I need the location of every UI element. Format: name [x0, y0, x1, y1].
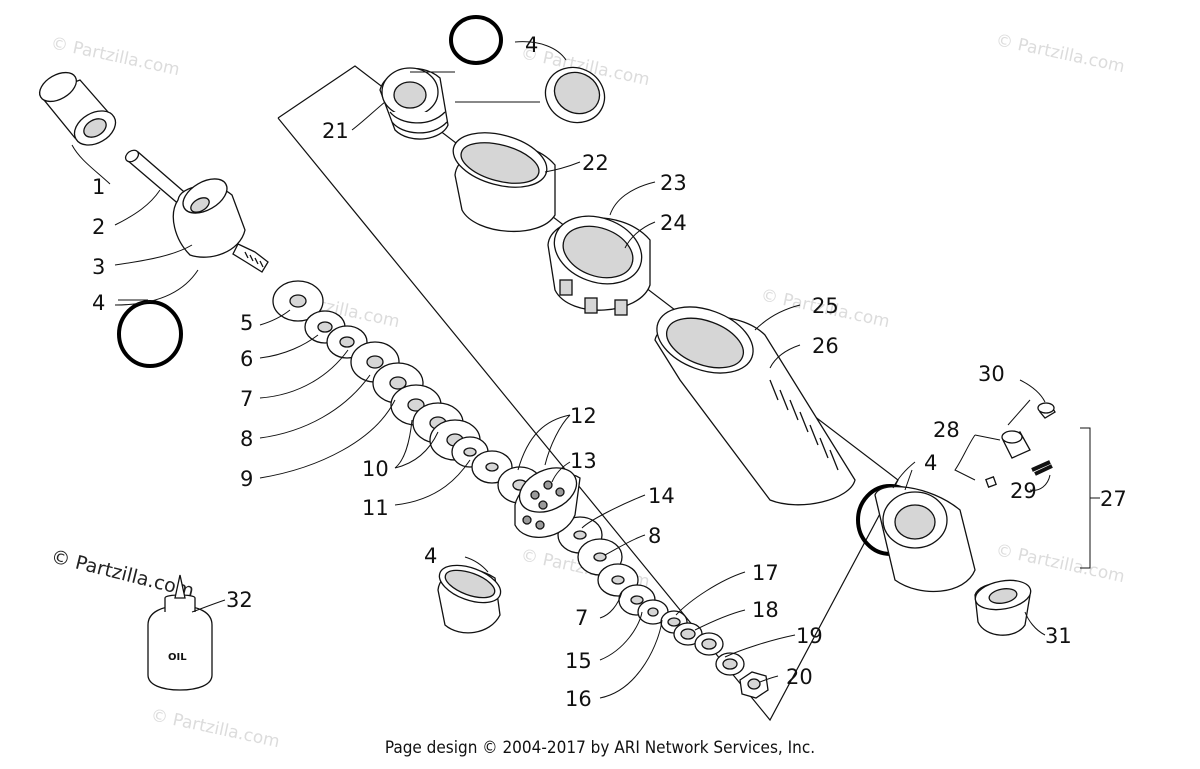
callout-4-right: 4: [924, 451, 937, 475]
part-31-bushing: [974, 579, 1032, 636]
callout-7: 7: [240, 387, 253, 411]
callout-29: 29: [1010, 479, 1037, 503]
callout-2: 2: [92, 215, 105, 239]
callout-32: 32: [226, 588, 253, 612]
callout-3: 3: [92, 255, 105, 279]
callout-8b: 8: [648, 524, 661, 548]
callout-1: 1: [92, 175, 105, 199]
part-1-bushing: [38, 71, 117, 146]
callout-24: 24: [660, 211, 687, 235]
oring-4-top: [449, 15, 503, 65]
watermark: © Partzilla.com: [994, 30, 1126, 77]
part-20-nut: [739, 671, 769, 699]
callout-25: 25: [812, 294, 839, 318]
callout-4: 4: [92, 291, 105, 315]
leader-lines: [71, 41, 1100, 699]
part-22-sleeve: [452, 132, 556, 232]
callout-4-lower: 4: [424, 544, 437, 568]
part-23-24-preload-collar: [547, 215, 651, 316]
oring-4-left: [117, 300, 183, 368]
callout-8: 8: [240, 427, 253, 451]
callout-11: 11: [362, 496, 389, 520]
callout-14: 14: [648, 484, 675, 508]
callout-7b: 7: [575, 606, 588, 630]
callout-28: 28: [933, 418, 960, 442]
part-13-piston: [514, 467, 581, 538]
page-footer: Page design © 2004-2017 by ARI Network S…: [384, 738, 816, 758]
callout-23: 23: [660, 171, 687, 195]
callout-18: 18: [752, 598, 779, 622]
part-32-oil-bottle: OIL: [147, 574, 213, 691]
callout-10: 10: [362, 457, 389, 481]
callout-27: 27: [1100, 487, 1127, 511]
callout-4-top: 4: [525, 33, 538, 57]
part-4-wear-ring-lower: [437, 564, 502, 634]
part-28-29-30-valve: [985, 402, 1056, 488]
part-4-wear-ring-top: [544, 66, 606, 124]
callout-16: 16: [565, 687, 592, 711]
callout-26: 26: [812, 334, 839, 358]
callout-5: 5: [240, 311, 253, 335]
part-21-seal-head: [379, 67, 449, 140]
callout-20: 20: [786, 665, 813, 689]
shim-stack: [272, 280, 745, 676]
part-2-3-shaft-assembly: [124, 149, 269, 273]
callout-22: 22: [582, 151, 609, 175]
oil-bottle-label: OIL: [168, 652, 187, 663]
callout-13: 13: [570, 449, 597, 473]
part-25-26-shock-body: [654, 306, 856, 506]
callout-6: 6: [240, 347, 253, 371]
callout-labels: 1 2 3 4 5 6 7 8 9 10 11 12 13 14 8 7 15 …: [92, 33, 1127, 711]
callout-31: 31: [1045, 624, 1072, 648]
callout-12: 12: [570, 404, 597, 428]
callout-21: 21: [322, 119, 349, 143]
part-27-reservoir-end: [874, 485, 976, 593]
callout-30: 30: [978, 362, 1005, 386]
callout-15: 15: [565, 649, 592, 673]
callout-19: 19: [796, 624, 823, 648]
callout-9: 9: [240, 467, 253, 491]
callout-17: 17: [752, 561, 779, 585]
watermark-main: © Partzilla.com: [49, 546, 197, 603]
